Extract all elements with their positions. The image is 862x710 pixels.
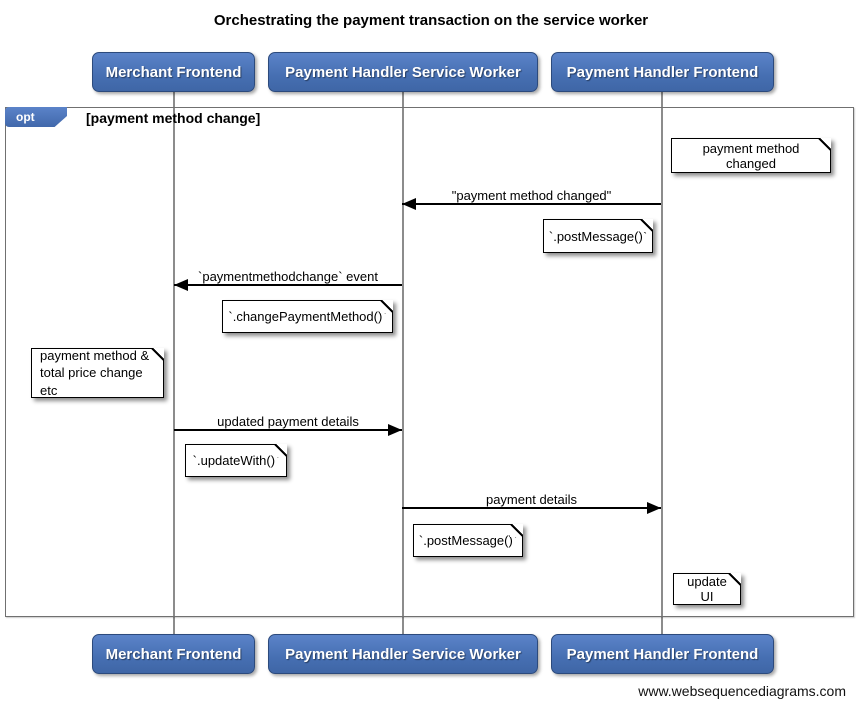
lifeline-merchant-frontend bbox=[173, 92, 175, 634]
opt-guard-label: [payment method change] bbox=[86, 110, 261, 126]
message-line bbox=[174, 429, 402, 431]
note-text: `.postMessage()` bbox=[548, 228, 648, 244]
message-label: payment details bbox=[485, 492, 578, 507]
actor-payment-handler-service-worker-bottom: Payment Handler Service Worker bbox=[268, 634, 538, 674]
note-postmessage-1: `.postMessage()` bbox=[543, 219, 653, 253]
note-text: payment method changed bbox=[702, 140, 800, 171]
note-text: `.changePaymentMethod()` bbox=[228, 309, 387, 324]
note-fold-corner-icon bbox=[274, 444, 287, 457]
note-update-ui: update UI bbox=[673, 573, 741, 605]
actor-payment-handler-service-worker-top: Payment Handler Service Worker bbox=[268, 52, 538, 92]
note-fold-corner-icon bbox=[510, 524, 523, 537]
arrowhead-right-icon bbox=[647, 502, 661, 514]
note-fold-corner-icon bbox=[380, 300, 393, 313]
message-label: updated payment details bbox=[217, 414, 359, 429]
opt-fragment: opt [payment method change] bbox=[5, 107, 854, 617]
note-fold-corner-icon bbox=[818, 138, 831, 151]
message-label: "payment method changed" bbox=[451, 188, 612, 203]
actor-merchant-frontend-bottom: Merchant Frontend bbox=[92, 634, 255, 674]
message-line bbox=[174, 284, 402, 286]
note-fold-corner-icon bbox=[728, 573, 741, 586]
note-postmessage-2: `.postMessage()` bbox=[413, 524, 523, 557]
message-paymentmethodchange-event: `paymentmethodchange` event bbox=[174, 265, 402, 291]
message-line bbox=[402, 507, 661, 509]
actor-payment-handler-frontend-top: Payment Handler Frontend bbox=[551, 52, 774, 92]
note-text: payment method & total price change etc bbox=[40, 347, 150, 398]
lifeline-payment-handler-frontend bbox=[661, 92, 663, 634]
arrowhead-left-icon bbox=[174, 279, 188, 291]
note-text: `.postMessage()` bbox=[418, 533, 518, 548]
opt-operator-tab: opt bbox=[5, 107, 67, 127]
arrowhead-left-icon bbox=[402, 198, 416, 210]
message-updated-payment-details: updated payment details bbox=[174, 410, 402, 436]
note-fold-corner-icon bbox=[151, 348, 164, 361]
note-text: update UI bbox=[687, 574, 727, 604]
note-payment-method-total-price: payment method & total price change etc bbox=[31, 348, 164, 398]
message-line bbox=[402, 203, 661, 205]
lifeline-payment-handler-service-worker bbox=[402, 92, 404, 634]
message-payment-method-changed: "payment method changed" bbox=[402, 184, 661, 210]
note-text: `.updateWith()` bbox=[192, 453, 280, 468]
message-label: `paymentmethodchange` event bbox=[198, 269, 378, 284]
actor-merchant-frontend-top: Merchant Frontend bbox=[92, 52, 255, 92]
note-fold-corner-icon bbox=[640, 219, 653, 232]
arrowhead-right-icon bbox=[388, 424, 402, 436]
note-updatewith: `.updateWith()` bbox=[185, 444, 287, 477]
diagram-title: Orchestrating the payment transaction on… bbox=[213, 12, 649, 29]
note-changepaymentmethod: `.changePaymentMethod()` bbox=[222, 300, 393, 333]
watermark: www.websequencediagrams.com bbox=[638, 683, 846, 699]
message-payment-details: payment details bbox=[402, 488, 661, 514]
note-payment-method-changed: payment method changed bbox=[671, 138, 831, 173]
actor-payment-handler-frontend-bottom: Payment Handler Frontend bbox=[551, 634, 774, 674]
